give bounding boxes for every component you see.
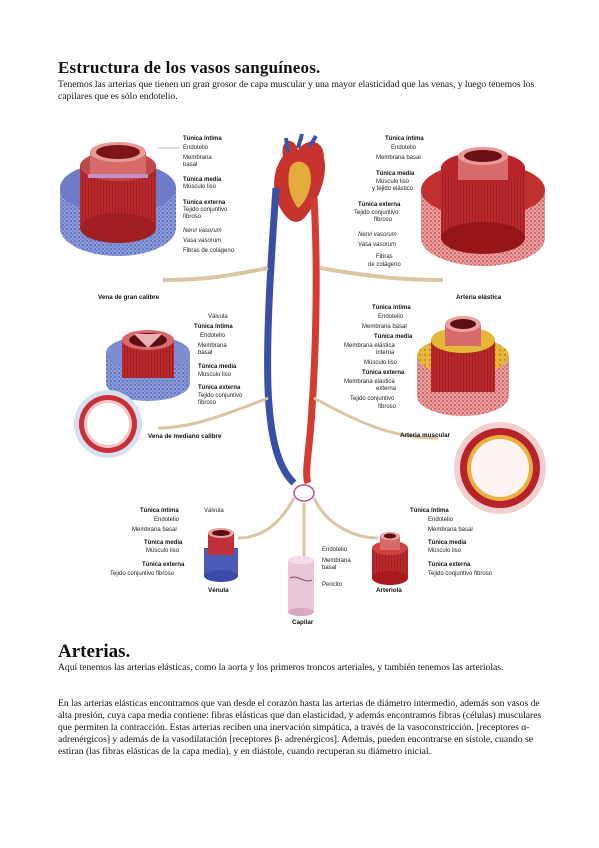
label: Membrana basal bbox=[132, 527, 177, 533]
caption-venula: Vénula bbox=[208, 587, 229, 594]
label: Túnica media bbox=[183, 177, 222, 183]
label: y tejido elástico bbox=[372, 186, 414, 192]
label: Músculo liso bbox=[146, 548, 180, 554]
blood-vessel-structure-figure: Túnica íntima Endotelio Membrana basal T… bbox=[60, 133, 546, 626]
label: fibroso bbox=[374, 217, 393, 223]
caption-vena-mediano: Vena de mediano calibre bbox=[148, 433, 222, 440]
muscular-artery-labels: Túnica íntima Endotelio Membrana basal T… bbox=[344, 305, 451, 439]
label: Vasa vasorum bbox=[183, 238, 221, 244]
label: basal bbox=[183, 162, 197, 168]
caption-arteria-muscular: Arteria muscular bbox=[400, 432, 451, 439]
label: Tejido conjuntivo bbox=[183, 207, 228, 213]
label: Túnica íntima bbox=[183, 136, 222, 142]
label: Túnica externa bbox=[358, 202, 401, 208]
label: Túnica íntima bbox=[372, 305, 411, 311]
label: basal bbox=[322, 565, 336, 571]
caption-vena-gran: Vena de gran calibre bbox=[98, 294, 160, 301]
label: fibroso bbox=[183, 214, 202, 220]
label: Tejido conjuntivo bbox=[198, 393, 243, 399]
capillary-diagram bbox=[288, 556, 314, 616]
large-vein-labels: Túnica íntima Endotelio Membrana basal T… bbox=[98, 136, 235, 301]
label: de colágeno bbox=[368, 262, 401, 268]
label: Membrana elástica bbox=[344, 343, 395, 349]
label: Membrana basal bbox=[428, 527, 473, 533]
label: Tejido conjuntivo bbox=[354, 210, 399, 216]
paragraph-1: Aquí tenemos las arterias elásticas, com… bbox=[58, 662, 504, 673]
label: Fibras de colágeno bbox=[183, 248, 235, 254]
label: Túnica externa bbox=[142, 562, 185, 568]
label: Músculo liso bbox=[198, 372, 232, 378]
label: Pericito bbox=[322, 582, 343, 588]
central-vein bbox=[264, 187, 297, 486]
label: Membrana elástica bbox=[344, 379, 395, 385]
label: Túnica íntima bbox=[410, 508, 449, 514]
label: Membrana basal bbox=[362, 324, 407, 330]
label: Membrana bbox=[322, 558, 351, 564]
label: Túnica íntima bbox=[194, 324, 233, 330]
label: Membrana bbox=[183, 155, 212, 161]
label: Membrana basal bbox=[376, 155, 421, 161]
label: Tejido conjuntivo fibroso bbox=[110, 571, 175, 577]
medium-vein-diagram bbox=[74, 330, 190, 458]
label: fibroso bbox=[198, 400, 217, 406]
label: Válvula bbox=[208, 314, 228, 320]
label: Túnica media bbox=[198, 364, 237, 370]
label: Túnica externa bbox=[362, 370, 405, 376]
label: Endotelio bbox=[378, 314, 404, 320]
label: Endotelio bbox=[428, 517, 454, 523]
label: Endotelio bbox=[322, 547, 348, 553]
label: externa bbox=[376, 386, 397, 392]
label: Túnica íntima bbox=[385, 136, 424, 142]
caption-arteriola: Arteriola bbox=[376, 587, 402, 594]
label: Endotelio bbox=[200, 333, 226, 339]
label: Válvula bbox=[204, 508, 224, 514]
label: Músculo liso bbox=[428, 548, 462, 554]
label: Músculo liso bbox=[376, 179, 410, 185]
label: Endotelio bbox=[183, 145, 209, 151]
label: Túnica externa bbox=[198, 385, 241, 391]
label: Membrana bbox=[198, 343, 227, 349]
label: basal bbox=[198, 350, 212, 356]
large-vein-diagram bbox=[60, 142, 176, 256]
label: Endotelio bbox=[154, 517, 180, 523]
label: Túnica media bbox=[428, 540, 467, 546]
section-heading-arterias: Arterias. bbox=[58, 641, 131, 662]
label: Músculo liso bbox=[183, 184, 217, 190]
arteriole-labels: Túnica íntima Endotelio Membrana basal T… bbox=[376, 508, 493, 594]
label: Túnica media bbox=[144, 540, 183, 546]
label: interna bbox=[376, 350, 395, 356]
label: Túnica íntima bbox=[140, 508, 179, 514]
elastic-artery-labels: Túnica íntima Endotelio Membrana basal T… bbox=[354, 136, 502, 301]
label: fibroso bbox=[378, 404, 397, 410]
label: Tejido conjuntivo fibroso bbox=[428, 571, 493, 577]
venule-labels: Túnica íntima Endotelio Membrana basal T… bbox=[110, 508, 229, 594]
arteriole-diagram bbox=[372, 532, 408, 585]
label: Túnica media bbox=[374, 334, 413, 340]
capillary-labels: Endotelio Membrana basal Pericito Capila… bbox=[292, 547, 351, 626]
caption-arteria-elastica: Arteria elástica bbox=[456, 294, 502, 301]
venule-diagram bbox=[204, 528, 238, 582]
label: Túnica externa bbox=[428, 562, 471, 568]
document-title: Estructura de los vasos sanguíneos. bbox=[58, 58, 321, 77]
intro-paragraph: Tenemos las arterias que tienen un gran … bbox=[58, 79, 535, 102]
label: Músculo liso bbox=[364, 360, 398, 366]
caption-capilar: Capilar bbox=[292, 619, 314, 626]
muscular-artery-diagram bbox=[417, 316, 546, 514]
central-artery bbox=[303, 197, 320, 485]
label: Fibras bbox=[376, 254, 393, 260]
label: Nervi vasorum bbox=[358, 232, 397, 238]
label: Tejido conjuntivo bbox=[350, 396, 395, 402]
label: Túnica media bbox=[376, 171, 415, 177]
label: Endotelio bbox=[391, 145, 417, 151]
label: Túnica externa bbox=[183, 200, 226, 206]
paragraph-2: En las arterias elásticas encontramos qu… bbox=[58, 698, 542, 757]
medium-vein-labels: Válvula Túnica íntima Endotelio Membrana… bbox=[148, 314, 243, 440]
label: Nervi vasorum bbox=[183, 228, 222, 234]
elastic-artery-diagram bbox=[421, 147, 545, 266]
label: Vasa vasorum bbox=[358, 242, 396, 248]
